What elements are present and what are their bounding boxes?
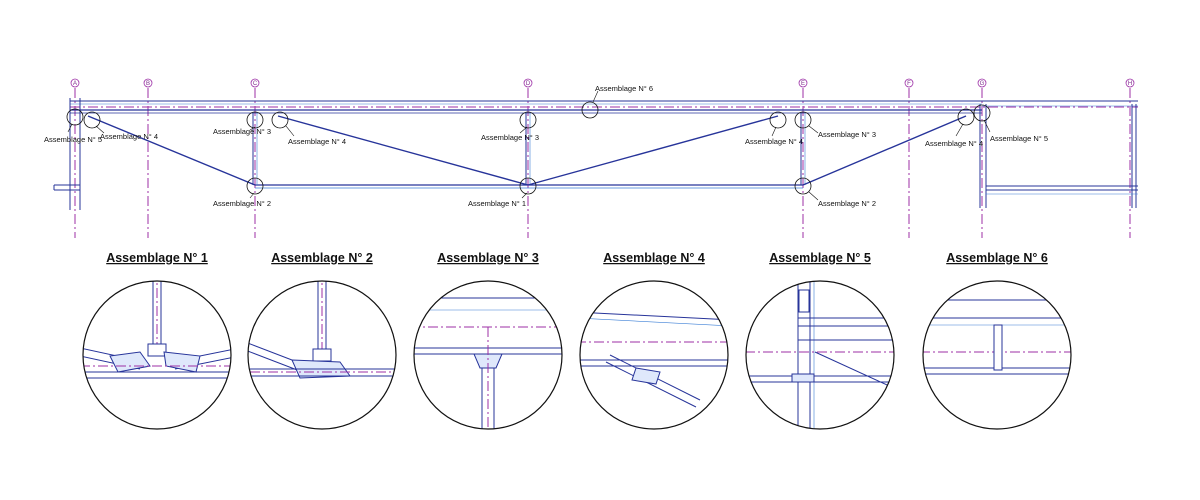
- detail-5-title: Assemblage N° 5: [769, 251, 871, 265]
- callout-assemblage-1: Assemblage N° 1: [468, 199, 526, 208]
- detail-assemblage-6: Assemblage N° 6: [922, 251, 1072, 430]
- grid-label-a: A: [73, 81, 77, 87]
- right-bay-structure: [979, 104, 1138, 208]
- detail-3-title: Assemblage N° 3: [437, 251, 539, 265]
- grid-label-e: E: [801, 81, 805, 87]
- grid-label-f: F: [907, 81, 911, 87]
- detail-1-title: Assemblage N° 1: [106, 251, 208, 265]
- detail-assemblage-3: Assemblage N° 3: [413, 251, 563, 430]
- truss-diagonals: [87, 115, 967, 186]
- callout-leaders: [67, 90, 991, 201]
- grid-axis-c: C: [250, 78, 260, 238]
- callout-assemblage-5-right: Assemblage N° 5: [990, 134, 1048, 143]
- truss-verticals: [252, 113, 806, 185]
- grid-label-g: G: [980, 81, 985, 87]
- callout-circles: [66, 101, 991, 195]
- callout-assemblage-2-right: Assemblage N° 2: [818, 199, 876, 208]
- grid-label-d: D: [526, 81, 531, 87]
- callout-assemblage-4-midleft: Assemblage N° 4: [288, 137, 346, 146]
- callout-assemblage-4-left: Assemblage N° 4: [100, 132, 158, 141]
- callout-assemblage-5-left: Assemblage N° 5: [44, 135, 102, 144]
- grid-axis-f: F: [904, 78, 914, 238]
- grid-axis-a: A: [70, 78, 80, 238]
- callout-assemblage-3-left: Assemblage N° 3: [213, 127, 271, 136]
- detail-2-title: Assemblage N° 2: [271, 251, 373, 265]
- detail-4-title: Assemblage N° 4: [603, 251, 705, 265]
- left-support: [53, 98, 81, 210]
- grid-axis-b: B: [143, 78, 153, 238]
- grid-axis-g: G: [977, 78, 987, 238]
- top-chord: [70, 100, 1138, 114]
- detail-assemblage-4: Assemblage N° 4: [579, 251, 729, 430]
- callout-assemblage-3-right: Assemblage N° 3: [818, 130, 876, 139]
- detail-assemblage-1: Assemblage N° 1: [82, 251, 232, 430]
- detail-6-title: Assemblage N° 6: [946, 251, 1048, 265]
- detail-assemblage-2: Assemblage N° 2: [247, 251, 397, 430]
- callout-assemblage-2-left: Assemblage N° 2: [213, 199, 271, 208]
- callout-labels: Assemblage N° 5 Assemblage N° 4 Assembla…: [44, 84, 1048, 208]
- grid-axes: A B C D E F G: [70, 78, 1135, 238]
- callout-assemblage-4-midright: Assemblage N° 4: [745, 137, 803, 146]
- callout-assemblage-6: Assemblage N° 6: [595, 84, 653, 93]
- callout-assemblage-4-right: Assemblage N° 4: [925, 139, 983, 148]
- grid-label-h: H: [1128, 81, 1132, 87]
- detail-assemblage-5: Assemblage N° 5: [745, 251, 895, 430]
- grid-axis-d: D: [523, 78, 533, 238]
- grid-axis-e: E: [798, 78, 808, 238]
- callout-assemblage-3-mid: Assemblage N° 3: [481, 133, 539, 142]
- grid-label-b: B: [146, 81, 150, 87]
- grid-axis-h: H: [1125, 78, 1135, 238]
- grid-label-c: C: [253, 81, 258, 87]
